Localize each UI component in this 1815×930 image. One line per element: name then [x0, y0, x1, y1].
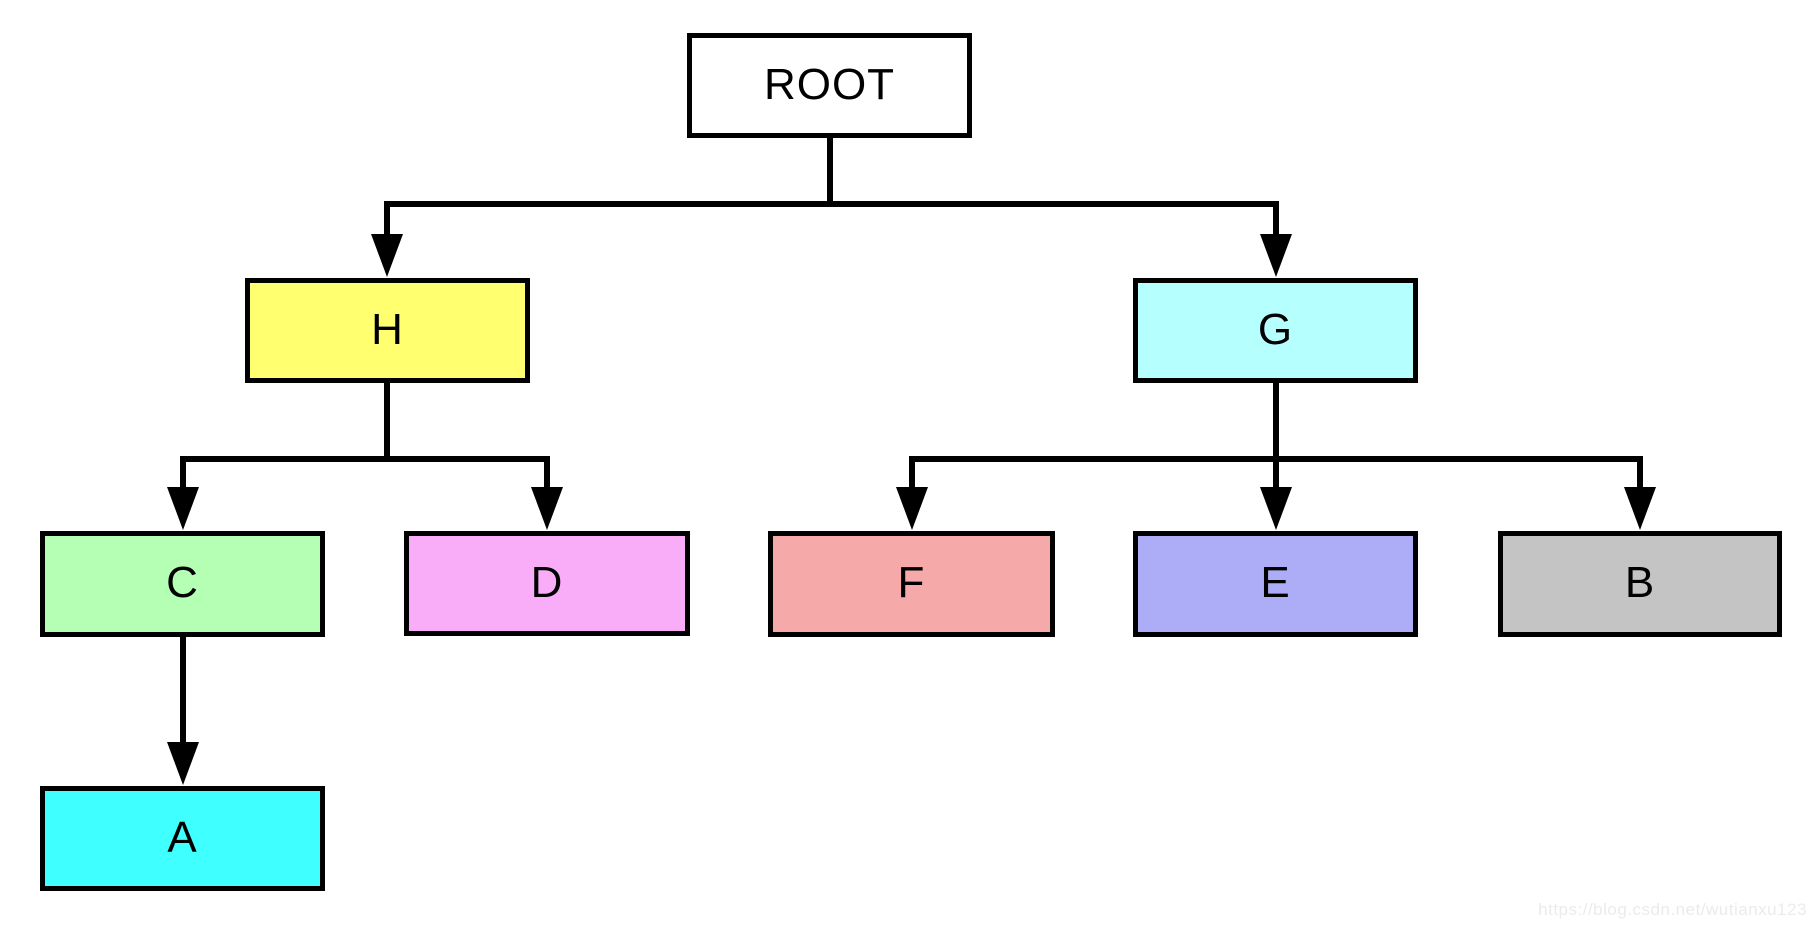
node-d-label: D [530, 557, 564, 607]
node-e: E [1133, 531, 1418, 637]
arrowhead-to-h [371, 234, 403, 277]
arrowhead-to-f [896, 487, 928, 530]
node-a-label: A [167, 812, 198, 862]
watermark-url: https://blog.csdn.net/wutianxu123 [1538, 900, 1807, 919]
arrowhead-to-d [531, 487, 563, 530]
node-c-label: C [166, 558, 199, 607]
node-b-label: B [1624, 558, 1656, 607]
node-root-label: ROOT [763, 59, 896, 109]
arrowhead-to-e [1260, 487, 1292, 530]
node-h: H [245, 278, 530, 383]
node-g: G [1133, 278, 1418, 383]
node-a: A [40, 786, 325, 891]
arrowhead-to-c [167, 487, 199, 530]
node-f: F [768, 531, 1055, 637]
node-c: C [40, 531, 325, 637]
node-g-label: G [1257, 304, 1294, 354]
node-root: ROOT [687, 33, 972, 138]
node-e-label: E [1260, 558, 1291, 607]
arrowhead-to-g [1260, 234, 1292, 277]
node-b: B [1498, 531, 1782, 637]
node-d: D [404, 531, 690, 636]
node-f-label: F [897, 558, 926, 607]
arrowhead-to-a [167, 742, 199, 785]
arrowhead-to-b [1624, 487, 1656, 530]
node-h-label: H [371, 304, 404, 354]
